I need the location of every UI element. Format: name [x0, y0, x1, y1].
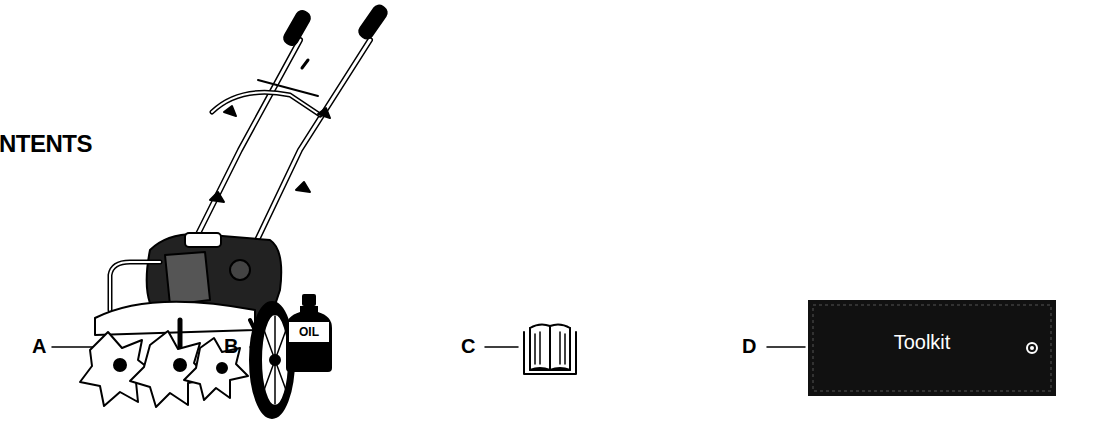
- toolkit-label: Toolkit: [894, 331, 951, 354]
- part-letter: A: [32, 335, 46, 358]
- section-heading: NTENTS: [0, 130, 92, 158]
- bottle-label: OIL: [299, 325, 319, 339]
- oil-bottle: OIL: [286, 292, 332, 372]
- toolkit-bag: Toolkit: [808, 300, 1056, 396]
- part-letter: B: [224, 335, 238, 358]
- part-letter: C: [461, 335, 475, 358]
- part-letter: D: [742, 335, 756, 358]
